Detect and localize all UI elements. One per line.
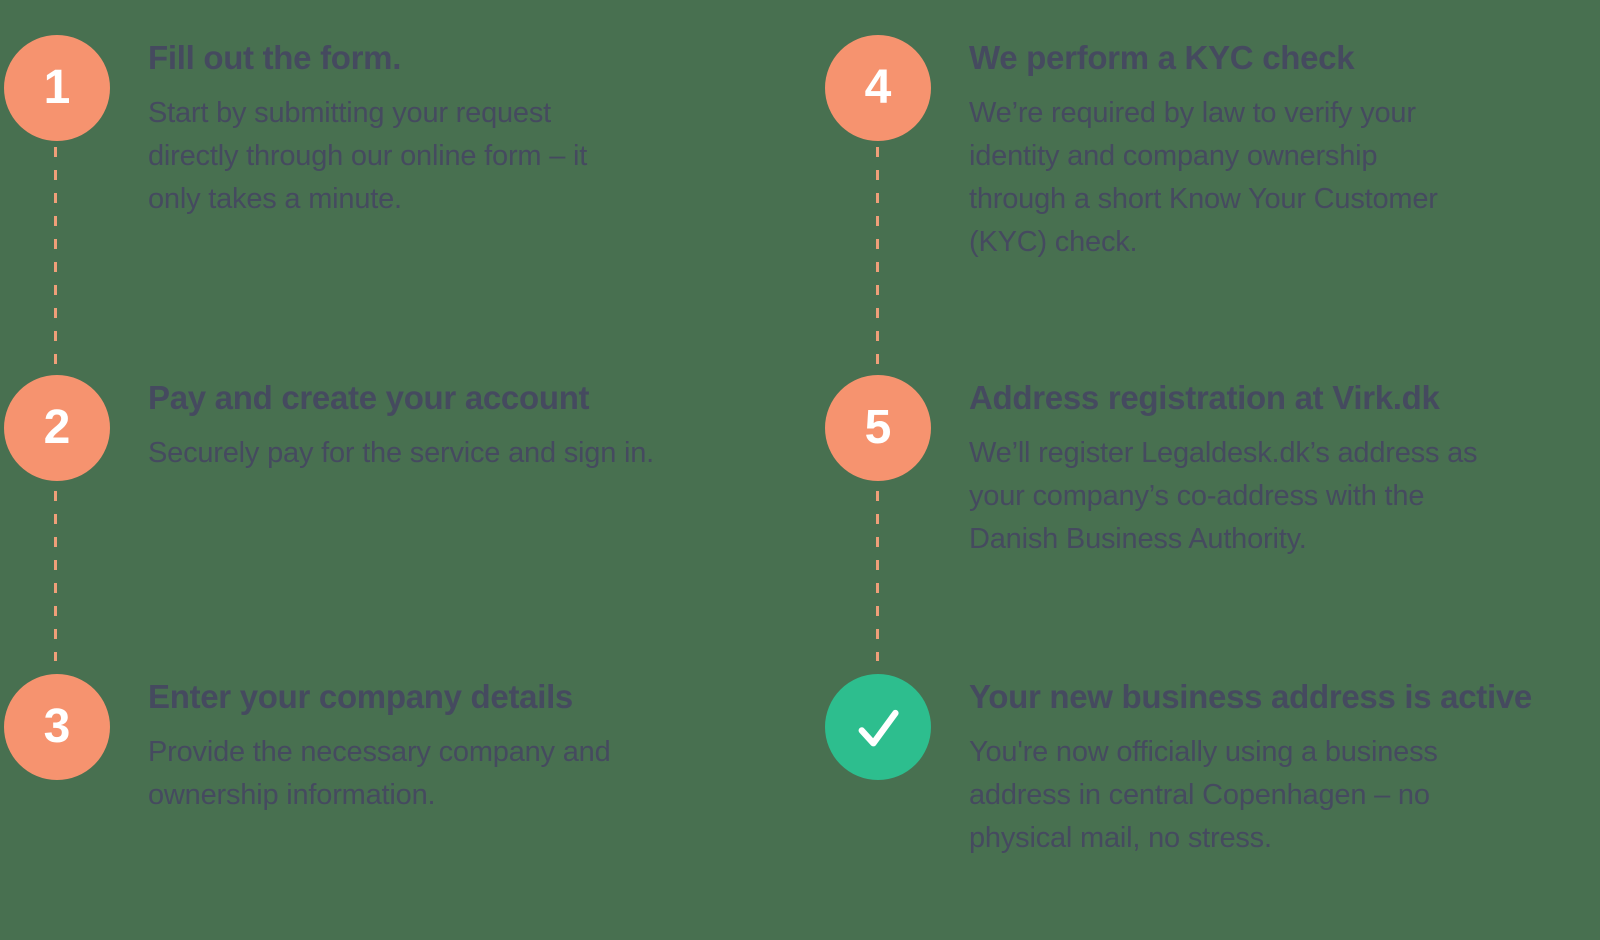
step-description: Start by submitting your request directl… <box>148 97 588 216</box>
success-badge <box>825 674 931 780</box>
step-number-badge: 1 <box>4 35 110 141</box>
dashed-connector <box>54 491 57 661</box>
step-text: Pay and create your account Securely pay… <box>148 375 654 475</box>
dashed-connector <box>876 491 879 661</box>
step-item-4: 4 We perform a KYC check We’re required … <box>825 35 1438 264</box>
step-number-badge: 2 <box>4 375 110 481</box>
step-number-badge: 5 <box>825 375 931 481</box>
step-text: Address registration at Virk.dk We’ll re… <box>969 375 1478 561</box>
step-item-1: 1 Fill out the form. Start by submitting… <box>4 35 587 221</box>
step-title: Your new business address is active <box>969 678 1532 715</box>
step-title: Pay and create your account <box>148 379 590 416</box>
step-description: You're now officially using a business a… <box>969 736 1438 855</box>
step-number: 1 <box>43 61 71 114</box>
step-item-complete: Your new business address is active You'… <box>825 674 1532 860</box>
step-number: 2 <box>43 401 71 454</box>
checkmark-icon <box>858 709 899 747</box>
step-description: We’re required by law to verify your ide… <box>969 97 1438 259</box>
step-text: Fill out the form. Start by submitting y… <box>148 35 587 221</box>
step-item-5: 5 Address registration at Virk.dk We’ll … <box>825 375 1478 561</box>
step-title: Fill out the form. <box>148 39 402 76</box>
step-title: We perform a KYC check <box>969 39 1355 76</box>
step-item-2: 2 Pay and create your account Securely p… <box>4 375 654 481</box>
step-text: We perform a KYC check We’re required by… <box>969 35 1438 264</box>
step-text: Enter your company details Provide the n… <box>148 674 611 817</box>
step-number: 4 <box>864 61 892 114</box>
step-title: Address registration at Virk.dk <box>969 379 1440 416</box>
dashed-connector <box>54 147 57 367</box>
step-number: 5 <box>864 401 892 454</box>
step-description: Securely pay for the service and sign in… <box>148 437 655 470</box>
step-text: Your new business address is active You'… <box>969 674 1532 860</box>
step-description: Provide the necessary company and owners… <box>148 736 611 812</box>
step-number-badge: 4 <box>825 35 931 141</box>
step-number: 3 <box>43 700 71 753</box>
step-title: Enter your company details <box>148 678 573 715</box>
step-description: We’ll register Legaldesk.dk’s address as… <box>969 437 1478 556</box>
step-number-badge: 3 <box>4 674 110 780</box>
step-item-3: 3 Enter your company details Provide the… <box>4 674 611 817</box>
dashed-connector <box>876 147 879 367</box>
